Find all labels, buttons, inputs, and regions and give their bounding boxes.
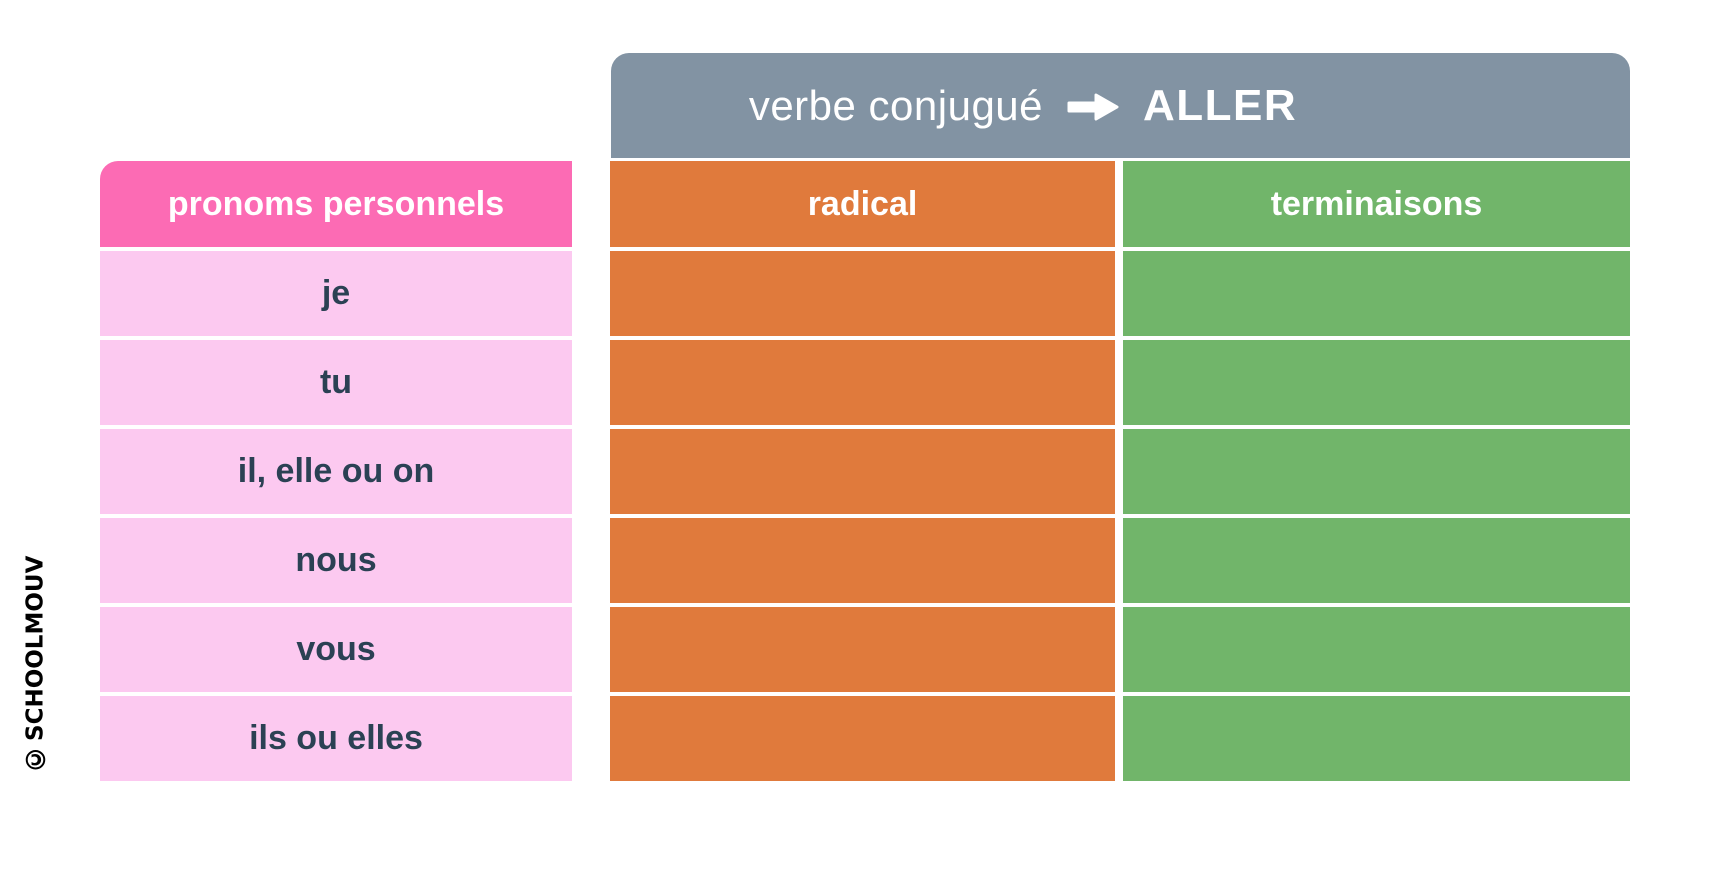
watermark-brand-text: SCHOOLMOUV bbox=[22, 555, 49, 742]
terminaison-cell-empty bbox=[1123, 607, 1630, 692]
column-header-pronoms: pronoms personnels bbox=[100, 161, 572, 247]
column-header-terminaisons: terminaisons bbox=[1123, 161, 1630, 247]
table-row: vous bbox=[100, 607, 1630, 692]
pronoun-cell: il, elle ou on bbox=[100, 429, 572, 514]
conjugation-table: pronoms personnels radical terminaisons … bbox=[100, 161, 1630, 781]
radical-cell-empty bbox=[610, 340, 1115, 425]
pronoun-cell: nous bbox=[100, 518, 572, 603]
verb-banner-label: verbe conjugué bbox=[748, 81, 1044, 129]
table-row: tu bbox=[100, 340, 1630, 425]
table-row: nous bbox=[100, 518, 1630, 603]
terminaison-cell-empty bbox=[1123, 251, 1630, 336]
table-row: je bbox=[100, 251, 1630, 336]
radical-cell-empty bbox=[610, 607, 1115, 692]
pronoun-cell: ils ou elles bbox=[100, 696, 572, 781]
verb-banner: verbe conjugué ALLER bbox=[611, 53, 1630, 158]
terminaison-cell-empty bbox=[1123, 696, 1630, 781]
pronoun-cell: je bbox=[100, 251, 572, 336]
terminaison-cell-empty bbox=[1123, 340, 1630, 425]
pronoun-cell: tu bbox=[100, 340, 572, 425]
table-row: il, elle ou on bbox=[100, 429, 1630, 514]
radical-cell-empty bbox=[610, 251, 1115, 336]
column-header-radical: radical bbox=[610, 161, 1115, 247]
pronoun-cell: vous bbox=[100, 607, 572, 692]
table-header-row: pronoms personnels radical terminaisons bbox=[100, 161, 1630, 247]
verb-name: ALLER bbox=[1143, 80, 1298, 130]
copyright-icon: © bbox=[20, 743, 51, 775]
schoolmouv-watermark: ©SCHOOLMOUV bbox=[20, 556, 51, 774]
terminaison-cell-empty bbox=[1123, 518, 1630, 603]
right-arrow-icon bbox=[1067, 91, 1119, 121]
terminaison-cell-empty bbox=[1123, 429, 1630, 514]
radical-cell-empty bbox=[610, 429, 1115, 514]
table-row: ils ou elles bbox=[100, 696, 1630, 781]
radical-cell-empty bbox=[610, 518, 1115, 603]
radical-cell-empty bbox=[610, 696, 1115, 781]
